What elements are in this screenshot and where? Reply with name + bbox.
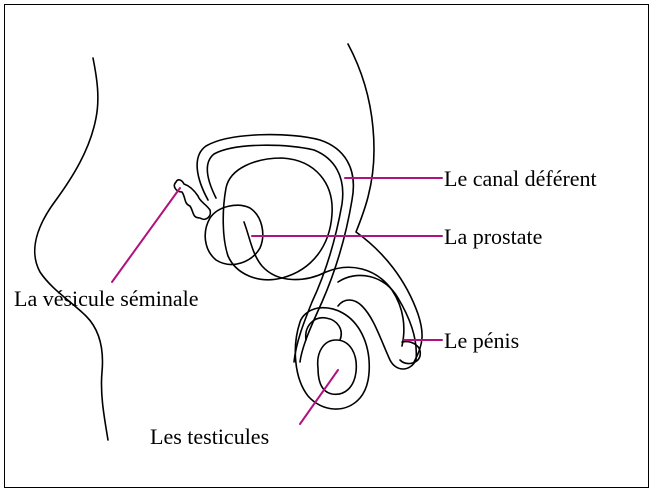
leader-vesicule [112, 188, 180, 282]
label-testicules: Les testicules [150, 424, 269, 449]
urethra-outline [244, 222, 404, 346]
label-canal-deferent: Le canal déférent [444, 166, 597, 191]
penis-outline [338, 275, 416, 369]
label-vesicule: La vésicule séminale [14, 286, 198, 311]
label-prostate: La prostate [444, 224, 542, 249]
epididymis-outline [306, 318, 341, 340]
bladder-outline [223, 158, 332, 280]
label-penis: Le pénis [444, 328, 519, 353]
body-back-outline [35, 58, 108, 440]
testicle-outline [318, 340, 357, 394]
prostate-outline [205, 205, 263, 264]
vas-deferens-outer [197, 135, 353, 362]
body-front-outline [348, 44, 422, 362]
seminal-vesicle-outline [174, 180, 210, 219]
